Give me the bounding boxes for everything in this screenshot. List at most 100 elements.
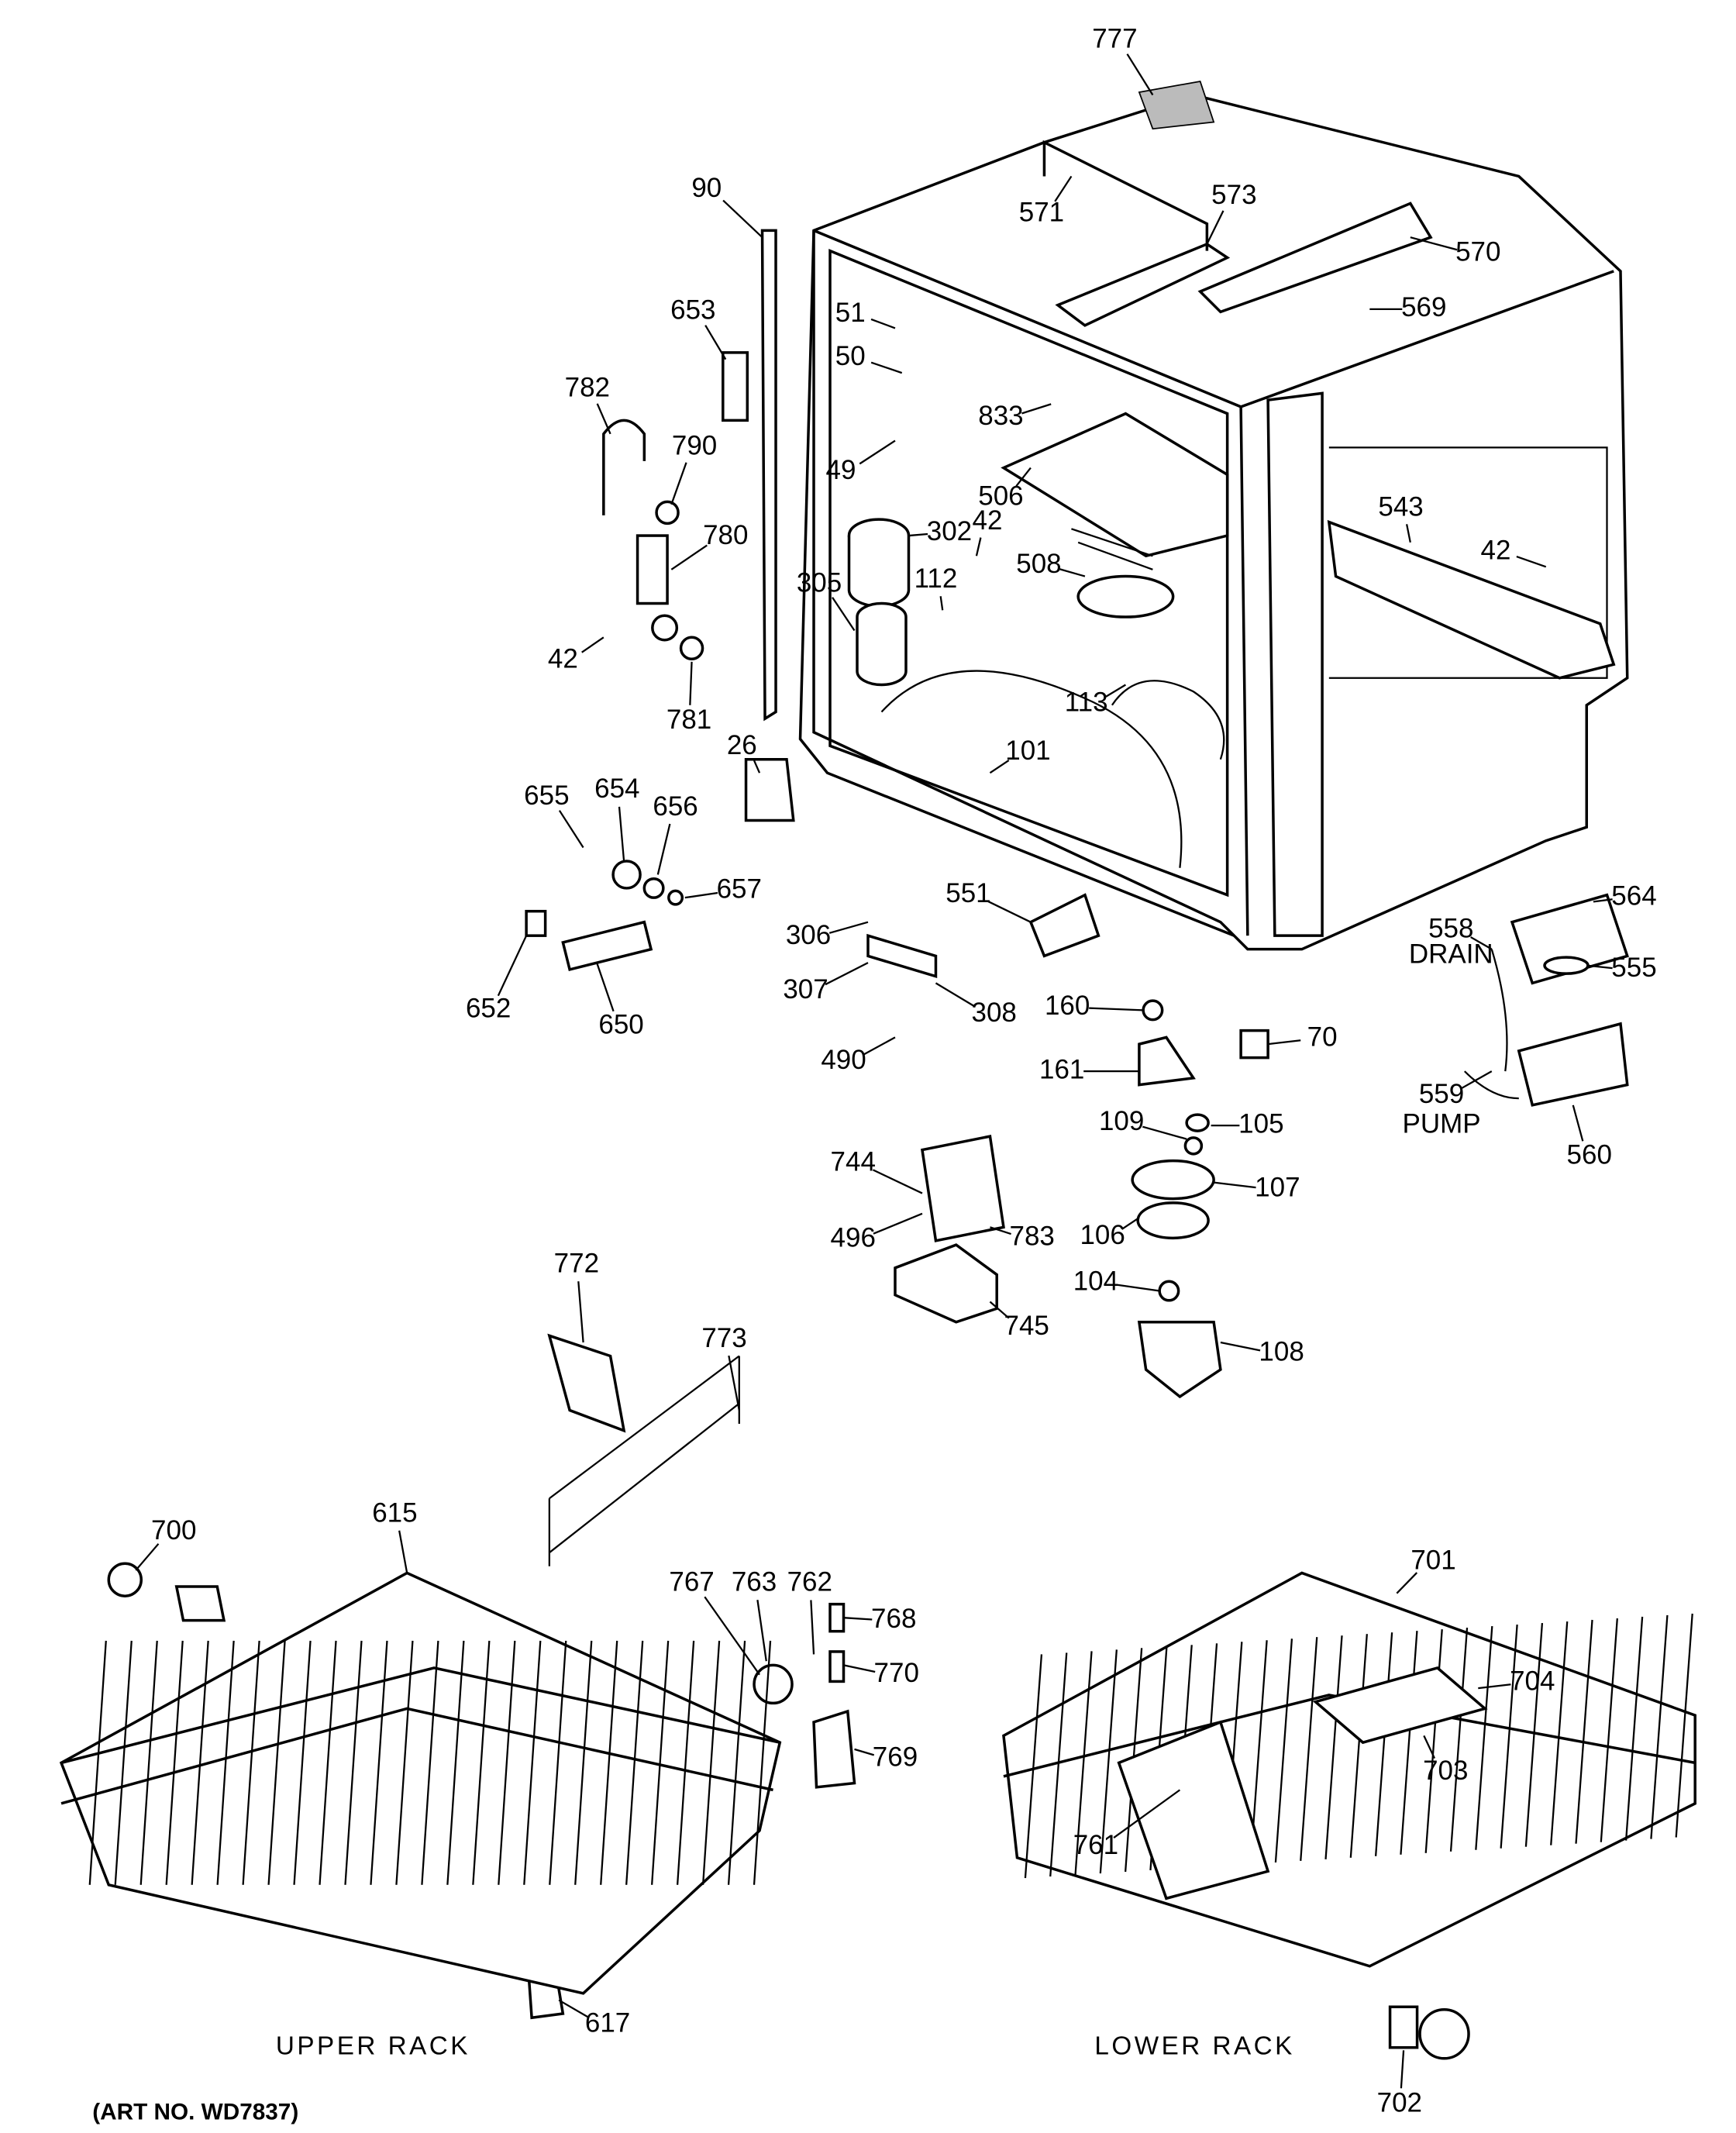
part-label-564: 564 [1611, 880, 1656, 911]
leader-line [863, 1036, 896, 1056]
part-label-703: 703 [1423, 1756, 1468, 1786]
part-label-769: 769 [873, 1742, 918, 1772]
part-label-573: 573 [1211, 180, 1256, 210]
leader-line [873, 1212, 923, 1235]
leader-line [1396, 1572, 1418, 1594]
leader-line [1113, 1789, 1181, 1838]
part-label-745: 745 [1004, 1311, 1049, 1341]
lower-rack-caption: LOWER RACK [1094, 2032, 1294, 2061]
leader-line [728, 1355, 740, 1411]
leader-line [722, 199, 763, 238]
leader-line [596, 403, 611, 435]
part-label-833: 833 [978, 401, 1023, 431]
rack-wire [140, 1640, 158, 1885]
part-label-305: 305 [797, 567, 842, 598]
leader-line [497, 935, 528, 997]
leader-line [596, 962, 615, 1012]
part-label-42: 42 [548, 643, 578, 674]
rack-wire [651, 1640, 670, 1885]
leader-line [1142, 1125, 1187, 1140]
dishwasher-tub [798, 80, 1629, 951]
rack-wire [1049, 1652, 1068, 1877]
part-label-161: 161 [1039, 1054, 1084, 1084]
part-label-50: 50 [835, 341, 866, 371]
part-label-777: 777 [1092, 24, 1137, 54]
leader-line [581, 636, 604, 653]
rack-wire [1575, 1619, 1593, 1844]
leader-line [908, 532, 928, 537]
part-label-762: 762 [787, 1567, 832, 1597]
insulation-pad [1138, 80, 1215, 130]
rack-wire [267, 1640, 286, 1885]
leader-line [1410, 236, 1458, 251]
leader-line [1460, 1070, 1493, 1090]
part-label-26: 26 [727, 730, 757, 760]
leader-line [832, 597, 856, 632]
part-label-704: 704 [1510, 1666, 1555, 1696]
part-label-308: 308 [972, 998, 1017, 1028]
rack-wire [523, 1640, 542, 1885]
rack-wire [293, 1640, 312, 1885]
rack-wire [1650, 1614, 1669, 1839]
rack-wire [1600, 1618, 1618, 1842]
part-label-654: 654 [594, 774, 639, 804]
rack-wire [88, 1640, 107, 1885]
leader-line [577, 1281, 584, 1343]
part-label-744: 744 [831, 1146, 876, 1177]
part-label-49: 49 [826, 455, 856, 485]
leader-line [1586, 964, 1613, 970]
part-label-773: 773 [701, 1323, 746, 1353]
pump-label: PUMP [1403, 1108, 1481, 1139]
part-label-558: 558 [1428, 913, 1473, 943]
part-label-108: 108 [1259, 1336, 1304, 1366]
rack-wire [1074, 1651, 1093, 1876]
small-parts [525, 351, 1629, 1107]
leader-line [1089, 1007, 1144, 1011]
part-label-555: 555 [1611, 953, 1656, 983]
part-label-701: 701 [1410, 1545, 1455, 1576]
leader-line [1470, 936, 1493, 950]
leader-line [1220, 1341, 1261, 1352]
part-label-90: 90 [691, 173, 722, 203]
leader-line [704, 325, 727, 360]
leader-line [398, 1530, 408, 1573]
part-label-790: 790 [672, 431, 717, 461]
part-label-782: 782 [565, 372, 610, 402]
leader-line [859, 439, 896, 465]
part-label-51: 51 [835, 298, 866, 328]
leader-line [1117, 1284, 1160, 1292]
part-label-551: 551 [946, 878, 990, 908]
rack-wire [1475, 1625, 1493, 1850]
leader-line [843, 1617, 873, 1621]
leader-line [656, 823, 671, 875]
leader-line [975, 537, 982, 557]
art-number: (ART NO. WD7837) [92, 2100, 298, 2125]
rack-wire [727, 1640, 746, 1885]
part-label-570: 570 [1455, 236, 1500, 267]
part-label-781: 781 [666, 705, 711, 735]
part-label-543: 543 [1378, 491, 1423, 522]
rack-wire [1274, 1639, 1293, 1862]
rack-wire [344, 1640, 363, 1885]
part-label-700: 700 [151, 1515, 196, 1545]
rack-wire [421, 1640, 439, 1885]
leader-line [843, 1664, 876, 1673]
leader-line [1423, 1735, 1436, 1759]
rack-wire [753, 1640, 772, 1885]
leader-line [1213, 1181, 1256, 1189]
part-label-302: 302 [927, 516, 972, 546]
rack-wire [574, 1640, 593, 1885]
part-label-42: 42 [972, 505, 1002, 536]
part-label-761: 761 [1073, 1830, 1118, 1860]
part-label-104: 104 [1073, 1266, 1118, 1296]
upper-rack [59, 1571, 782, 1995]
leader-line [753, 760, 761, 774]
part-label-560: 560 [1567, 1140, 1612, 1170]
rack-wire [1024, 1654, 1043, 1879]
part-label-772: 772 [554, 1249, 599, 1279]
leader-line [756, 1600, 767, 1662]
rack-wire [701, 1640, 721, 1885]
part-label-307: 307 [783, 974, 828, 1004]
